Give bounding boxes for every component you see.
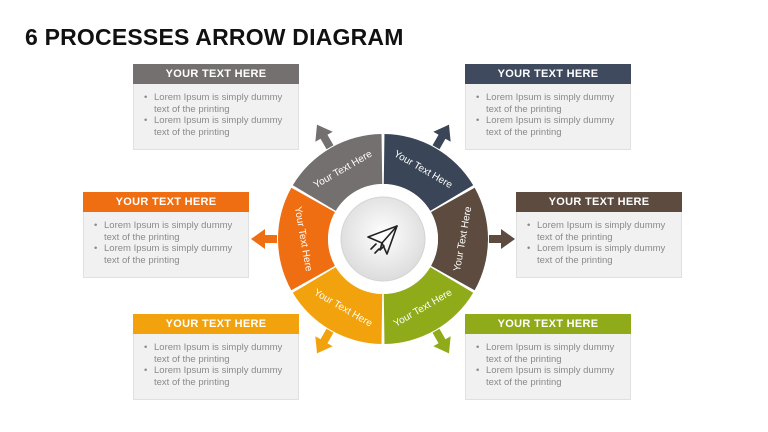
center-circle: [340, 196, 426, 282]
box-header: YOUR TEXT HERE: [516, 192, 682, 212]
paper-plane-icon: [367, 225, 398, 255]
box-header: YOUR TEXT HERE: [83, 192, 249, 212]
outward-arrow-icon: [315, 328, 334, 354]
bullet-item: •Lorem Ipsum is simply dummy text of the…: [476, 115, 615, 138]
text-box-bottom-right: YOUR TEXT HERE •Lorem Ipsum is simply du…: [465, 314, 631, 400]
outward-arrow-icon: [489, 229, 515, 249]
box-body: •Lorem Ipsum is simply dummy text of the…: [465, 84, 631, 150]
bullet-item: •Lorem Ipsum is simply dummy text of the…: [94, 243, 233, 266]
text-box-bottom-left: YOUR TEXT HERE •Lorem Ipsum is simply du…: [133, 314, 299, 400]
outward-arrow-icon: [432, 328, 451, 354]
box-header: YOUR TEXT HERE: [133, 314, 299, 334]
bullet-item: •Lorem Ipsum is simply dummy text of the…: [94, 220, 233, 243]
bullet-item: •Lorem Ipsum is simply dummy text of the…: [144, 92, 283, 115]
outward-arrow-icon: [315, 124, 334, 150]
text-box-middle-left: YOUR TEXT HERE •Lorem Ipsum is simply du…: [83, 192, 249, 278]
ring-segment: [383, 267, 474, 344]
ring-segment: [383, 134, 474, 211]
box-body: •Lorem Ipsum is simply dummy text of the…: [516, 212, 682, 278]
box-body: •Lorem Ipsum is simply dummy text of the…: [133, 334, 299, 400]
page-title: 6 PROCESSES ARROW DIAGRAM: [25, 24, 404, 50]
ring-segment: [292, 267, 383, 344]
box-body: •Lorem Ipsum is simply dummy text of the…: [465, 334, 631, 400]
bullet-item: •Lorem Ipsum is simply dummy text of the…: [476, 365, 615, 388]
bullet-item: •Lorem Ipsum is simply dummy text of the…: [527, 220, 666, 243]
text-box-top-left: YOUR TEXT HERE •Lorem Ipsum is simply du…: [133, 64, 299, 150]
outward-arrow-icon: [432, 124, 451, 150]
bullet-item: •Lorem Ipsum is simply dummy text of the…: [144, 342, 283, 365]
box-body: •Lorem Ipsum is simply dummy text of the…: [83, 212, 249, 278]
ring-segment: [278, 187, 335, 291]
bullet-item: •Lorem Ipsum is simply dummy text of the…: [144, 115, 283, 138]
box-body: •Lorem Ipsum is simply dummy text of the…: [133, 84, 299, 150]
outward-arrow-icon: [251, 229, 277, 249]
box-header: YOUR TEXT HERE: [133, 64, 299, 84]
bullet-item: •Lorem Ipsum is simply dummy text of the…: [144, 365, 283, 388]
ring-segment: [431, 187, 488, 291]
bullet-item: •Lorem Ipsum is simply dummy text of the…: [476, 92, 615, 115]
box-header: YOUR TEXT HERE: [465, 314, 631, 334]
box-header: YOUR TEXT HERE: [465, 64, 631, 84]
bullet-item: •Lorem Ipsum is simply dummy text of the…: [476, 342, 615, 365]
text-box-middle-right: YOUR TEXT HERE •Lorem Ipsum is simply du…: [516, 192, 682, 278]
bullet-item: •Lorem Ipsum is simply dummy text of the…: [527, 243, 666, 266]
text-box-top-right: YOUR TEXT HERE •Lorem Ipsum is simply du…: [465, 64, 631, 150]
ring-segment: [292, 134, 383, 211]
